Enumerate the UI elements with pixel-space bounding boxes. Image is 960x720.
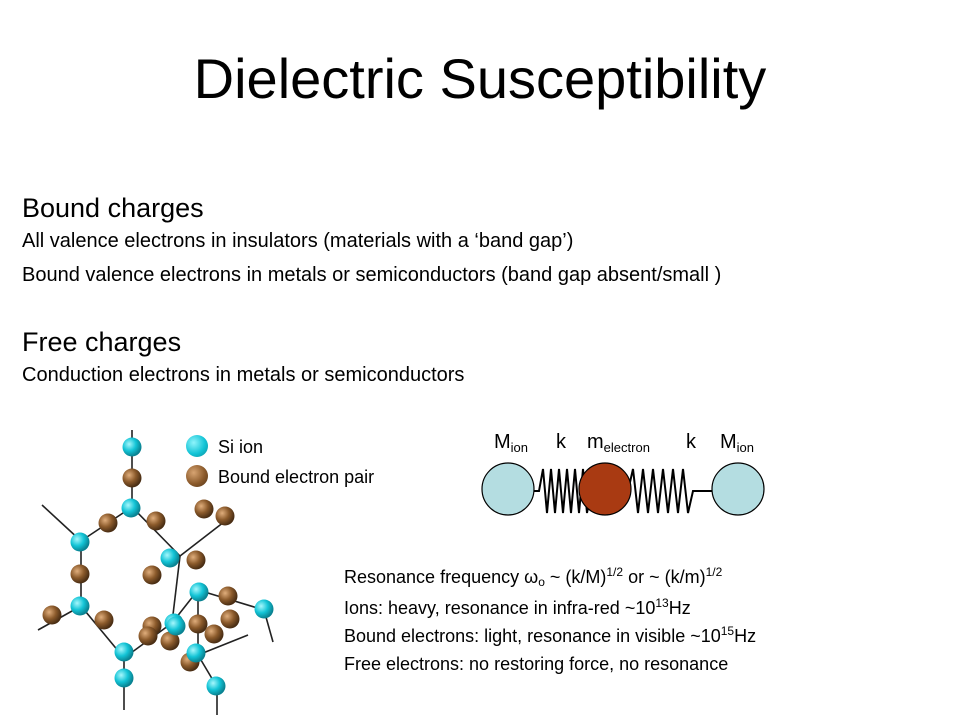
free-charges-line-1: Conduction electrons in metals or semico… — [22, 364, 465, 386]
si-ion-legend-marker — [186, 435, 208, 457]
spring-constant-label-left: k — [556, 431, 566, 453]
spring-constant-label-right: k — [686, 431, 696, 453]
free-electrons-line: Free electrons: no restoring force, no r… — [344, 654, 729, 674]
bound-electron-pair — [98, 513, 118, 533]
bound-electron-pair — [194, 499, 214, 519]
bound-charges-heading: Bound charges — [22, 193, 204, 223]
lattice-bond — [197, 634, 249, 656]
bound-electron-pair — [122, 468, 142, 488]
bound-pair-legend-label: Bound electron pair — [218, 467, 375, 487]
bound-electron-pair — [215, 506, 235, 526]
bound-electron-pair — [94, 610, 114, 630]
si-ion-legend-label: Si ion — [218, 437, 264, 457]
page-title: Dielectric Susceptibility — [193, 47, 767, 110]
bound-electron-pair — [186, 550, 206, 570]
bound-electron-pair — [188, 614, 208, 634]
free-charges-heading: Free charges — [22, 327, 182, 357]
bound-electron-pair — [146, 511, 166, 531]
si-ion — [189, 582, 209, 602]
bound-electron-pair — [160, 631, 180, 651]
bound-electron-pair — [70, 564, 90, 584]
bound-electron-pair — [218, 586, 238, 606]
bound-charges-line-2: Bound valence electrons in metals or sem… — [22, 264, 722, 286]
si-ion — [160, 548, 180, 568]
bound-electron-pair — [142, 565, 162, 585]
electron-mass-label: melectron — [587, 431, 650, 455]
si-ion — [70, 532, 90, 552]
bound-electron-pair — [220, 609, 240, 629]
bound-electron-pair — [42, 605, 62, 625]
bound-electrons-resonance-line: Bound electrons: light, resonance in vis… — [344, 624, 757, 646]
bound-electron-pair — [138, 626, 158, 646]
ion-mass-label-left: Mion — [494, 431, 529, 455]
electron-mass — [578, 462, 632, 516]
si-ion — [122, 437, 142, 457]
si-ion — [186, 643, 206, 663]
bound-electron-pair — [204, 624, 224, 644]
bound-charges-line-1: All valence electrons in insulators (mat… — [22, 230, 574, 252]
si-ion — [121, 498, 141, 518]
lattice-bond — [171, 555, 181, 624]
ion-left — [481, 462, 535, 516]
si-ion — [166, 616, 186, 636]
si-ion — [254, 599, 274, 619]
ion-mass-label-right: Mion — [720, 431, 755, 455]
si-ion — [114, 642, 134, 662]
bound-pair-legend-marker — [186, 465, 208, 487]
lattice-bond — [131, 506, 181, 557]
si-ion — [70, 596, 90, 616]
ions-resonance-line: Ions: heavy, resonance in infra-red ~101… — [344, 596, 691, 618]
si-ion — [114, 668, 134, 688]
mass-spring-model — [481, 462, 765, 516]
silicon-lattice-diagram — [37, 430, 274, 715]
si-ion — [206, 676, 226, 696]
ion-right — [711, 462, 765, 516]
resonance-frequency-line: Resonance frequency ωo ~ (k/M)1/2 or ~ (… — [344, 565, 723, 589]
spring-right — [624, 468, 714, 514]
